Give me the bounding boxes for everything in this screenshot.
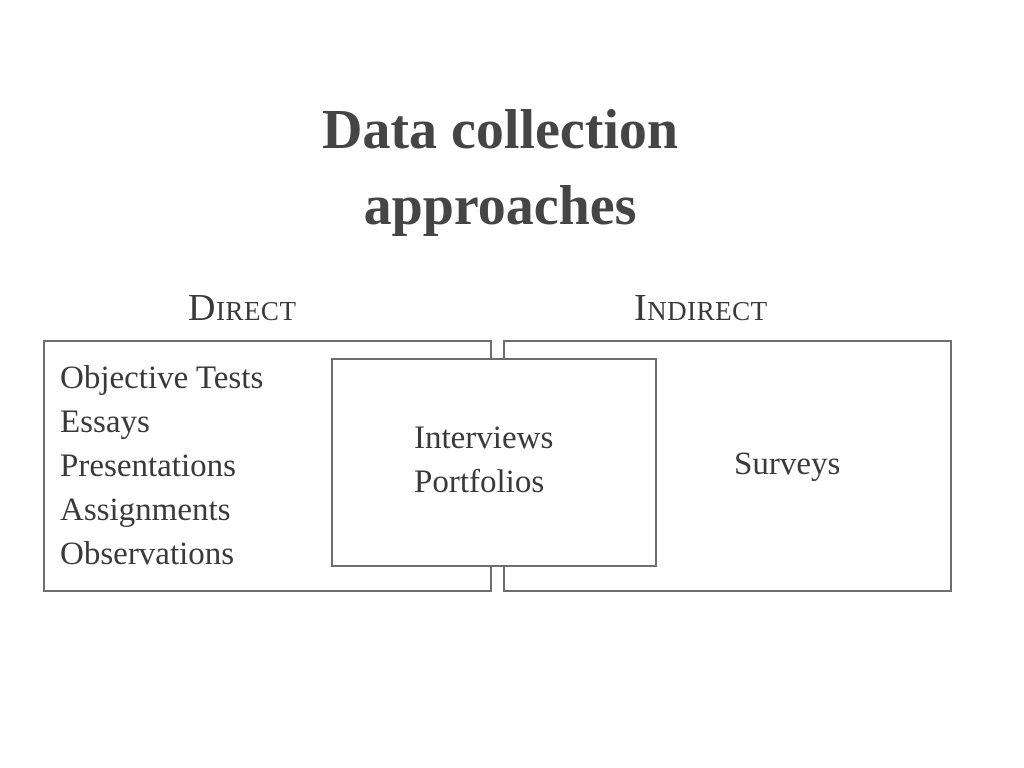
list-item-essays: Essays bbox=[60, 404, 150, 440]
list-item-surveys: Surveys bbox=[734, 446, 841, 482]
list-item-interviews: Interviews bbox=[414, 420, 554, 456]
list-item-presentations: Presentations bbox=[60, 448, 236, 484]
direct-heading: Direct bbox=[188, 287, 297, 329]
indirect-heading: Indirect bbox=[634, 287, 768, 329]
list-item-assignments: Assignments bbox=[60, 492, 231, 528]
title-line-1: Data collection bbox=[321, 99, 679, 161]
slide-title: Data collection approaches bbox=[0, 92, 1000, 244]
overlap-box bbox=[331, 358, 657, 567]
direct-methods-list: Objective Tests Essays Presentations Ass… bbox=[60, 356, 263, 576]
list-item-observations: Observations bbox=[60, 536, 235, 572]
list-item-objective-tests: Objective Tests bbox=[60, 360, 264, 396]
list-item-portfolios: Portfolios bbox=[414, 464, 545, 500]
both-methods-list: Interviews Portfolios bbox=[414, 416, 553, 504]
title-line-2: approaches bbox=[363, 175, 637, 237]
